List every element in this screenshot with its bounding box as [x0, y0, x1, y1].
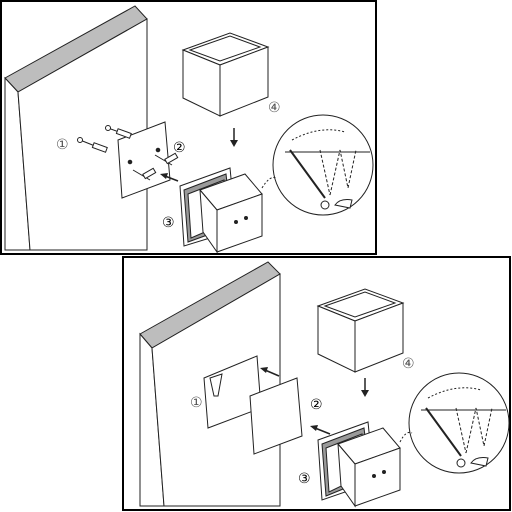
top-arrow-down — [230, 128, 238, 147]
top-step-1-label: ① — [56, 137, 69, 153]
top-fixture — [179, 167, 263, 254]
top-step-2-label: ② — [173, 140, 186, 156]
top-detail-circle — [272, 114, 374, 216]
bottom-fixture — [317, 421, 401, 508]
bottom-step-3-label: ③ — [298, 471, 311, 487]
bottom-mounting-plate — [249, 377, 303, 455]
bottom-step-1-label: ① — [190, 395, 203, 411]
bottom-detail-leader — [399, 431, 413, 443]
top-frame — [0, 0, 377, 255]
top-diagram: ① ② ③ ④ — [0, 0, 377, 255]
top-step-4-label: ④ — [268, 100, 281, 116]
bottom-shade-cube — [316, 288, 405, 373]
top-instruction-panel: ① ② ③ ④ — [0, 0, 378, 256]
top-wall — [4, 5, 148, 251]
bottom-instruction-panel: ① ② ③ ④ — [122, 256, 512, 512]
top-step-3-label: ③ — [162, 215, 175, 231]
top-mounting-plate — [117, 121, 171, 199]
bottom-detail-circle — [408, 372, 510, 474]
top-arrow-left — [160, 173, 179, 182]
bottom-step-4-label: ④ — [402, 356, 415, 372]
top-detail-leader — [261, 177, 277, 189]
bottom-step-2-label: ② — [310, 397, 323, 413]
top-shade-cube — [181, 32, 270, 117]
bottom-diagram: ① ② ③ ④ — [122, 256, 511, 511]
top-screws — [77, 125, 179, 181]
bottom-arrow-wall — [260, 367, 280, 377]
bottom-arrow-left — [310, 425, 331, 435]
bottom-arrow-down — [361, 378, 369, 397]
bottom-frame — [122, 256, 511, 511]
